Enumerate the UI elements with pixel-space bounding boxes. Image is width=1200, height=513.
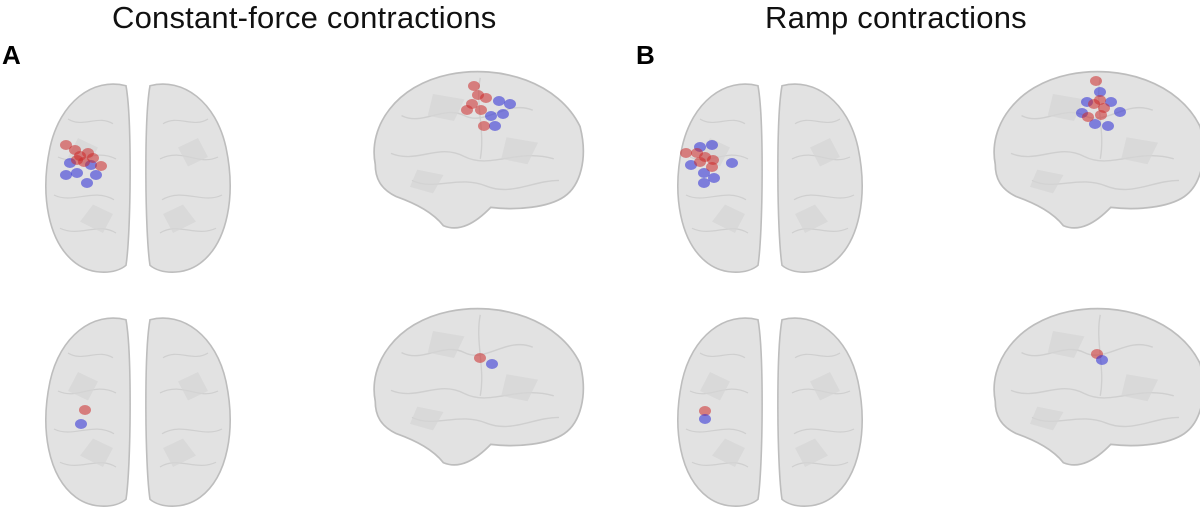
markers-a-axial-bottom xyxy=(75,405,91,429)
panel-label-b: B xyxy=(636,40,655,70)
markers-a-lateral-bottom xyxy=(474,353,498,369)
markers-b-axial-top xyxy=(680,140,738,188)
brain-lateral-b-bottom xyxy=(993,307,1200,466)
brain-axial-b-top xyxy=(677,83,863,273)
markers-b-lateral-top xyxy=(1076,76,1126,131)
panel-label-a: A xyxy=(2,40,21,70)
markers-a-axial-top xyxy=(60,140,107,188)
markers-a-lateral-top xyxy=(461,81,516,131)
title-ramp: Ramp contractions xyxy=(765,0,1027,35)
brain-axial-a-top xyxy=(45,83,231,273)
brain-lateral-a-bottom xyxy=(373,307,585,466)
markers-b-lateral-bottom xyxy=(1091,349,1108,365)
brain-axial-a-bottom xyxy=(45,317,231,507)
title-constant-force: Constant-force contractions xyxy=(112,0,497,35)
markers-b-axial-bottom xyxy=(699,406,711,424)
